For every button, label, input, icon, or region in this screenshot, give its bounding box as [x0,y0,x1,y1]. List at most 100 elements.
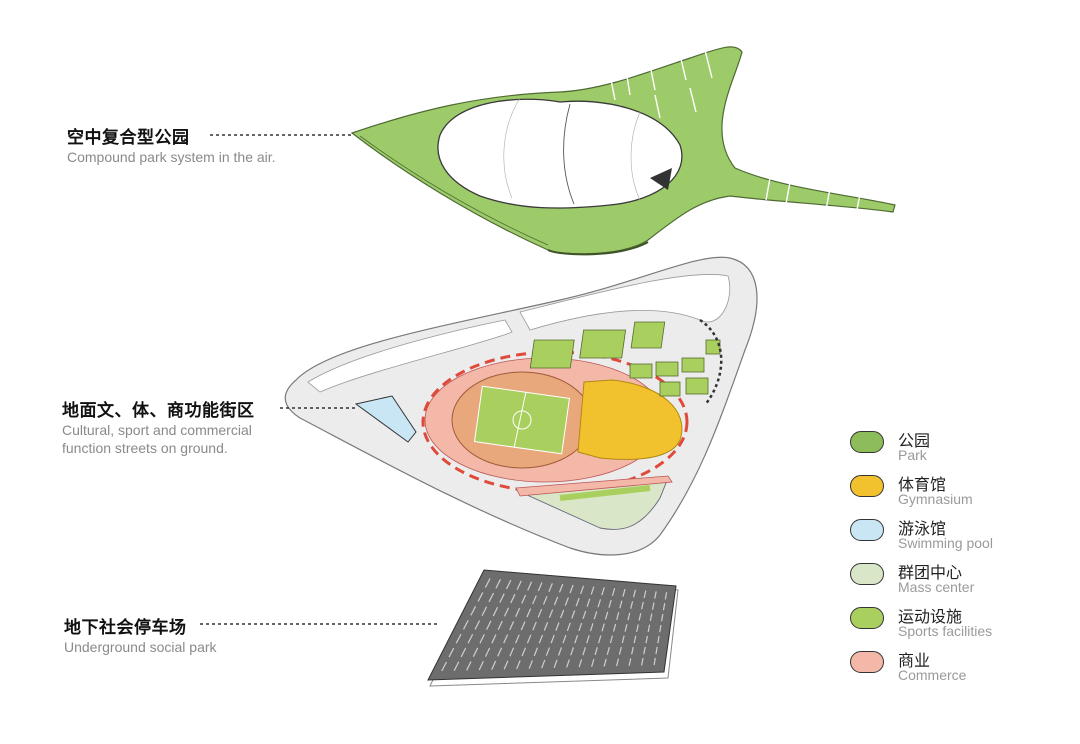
legend-item-swimming-pool: 游泳馆 Swimming pool [850,515,1050,559]
parking-stall-line [521,647,527,657]
legend: 公园 Park 体育馆 Gymnasium 游泳馆 Swimming pool … [850,427,1050,691]
legend-item-commerce: 商业 Commerce [850,647,1050,691]
parking-stall-line [492,606,499,617]
label-ground-streets-zh: 地面文、体、商功能街区 [62,401,255,421]
stadium-roof-shell [437,98,683,209]
parking-stall-line [601,623,605,632]
roof-park-layer [350,46,896,256]
parking-stall-line [553,659,558,669]
parking-stall-line [662,603,666,611]
parking-stall-line [570,647,574,656]
parking-stall-line [574,635,579,644]
parking-stall-line [594,647,598,656]
parking-stall-line [537,608,543,618]
parking-stall-line [515,634,520,644]
legend-label-zh: 公园 [898,431,931,450]
parking-stall-line [653,657,656,666]
parking-stall-line [521,594,527,604]
parking-stall-line [618,647,622,655]
parking-stall-line [533,647,539,657]
parking-stall-line [578,622,583,632]
parking-stall-line [541,659,546,669]
parking-stall-line [632,589,636,598]
parking-stall-line [630,601,634,609]
legend-swatch-commerce [850,651,884,673]
label-roof-park: 空中复合型公园 Compound park system in the air. [67,123,276,166]
parking-stall-line [441,661,447,672]
parking-stall-line [520,621,526,631]
parking-stall-line [564,597,569,606]
parking-stall-line [647,624,651,633]
parking-stall-line [558,647,563,656]
parking-stall-line [582,610,587,620]
parking-stall-line [654,591,657,599]
underground-parking-layer [427,569,679,687]
parking-stall-line [655,646,658,655]
parking-stall-line [453,661,460,671]
parking-stall-line [603,658,607,667]
parking-stall-line [636,624,639,632]
parking-stall-line [649,613,653,621]
parking-stall-line [558,583,564,593]
parking-stall-line [526,634,532,644]
parking-stall-line [538,634,544,644]
parking-stall-line [543,622,549,631]
parking-stall-line [621,635,625,644]
parking-stall-line [474,620,481,630]
label-ground-streets: 地面文、体、商功能街区 Cultural, sport and commerci… [62,396,255,457]
parking-stall-line [488,592,495,603]
parking-stall-line [515,607,521,617]
label-underground-parking-zh: 地下社会停车场 [64,618,187,638]
parking-stall-line [548,609,554,619]
parking-stall-line [467,633,474,644]
parking-stall-line [503,634,509,644]
parking-stall-line [631,646,634,655]
parking-stall-line [448,647,455,658]
parking-stall-line [597,635,602,644]
legend-label-en: Mass center [898,579,975,595]
parking-stall-line [580,585,585,594]
football-pitch [473,385,571,455]
parking-stall-line [495,579,501,589]
parking-stall-line [624,624,628,632]
legend-label-zh: 商业 [898,651,931,670]
parking-stall-line [586,635,590,644]
legend-item-sports-facilities: 运动设施 Sports facilities [850,603,1050,647]
commerce-strip [515,475,673,497]
parking-stall-line [578,659,583,668]
parking-slab [427,569,677,681]
parking-stall-line [664,592,668,600]
parking-stall-line [497,620,503,631]
parking-stall-line [484,578,491,588]
legend-item-gymnasium: 体育馆 Gymnasium [850,471,1050,515]
parking-stall-line [643,590,647,599]
parking-stall-line [651,602,655,610]
parking-stall-line [657,635,660,644]
parking-stall-line [466,661,472,671]
parking-stall-line [491,634,497,644]
parking-stall-line [582,647,586,656]
swimming-pool-block [354,395,417,443]
label-underground-parking: 地下社会停车场 Underground social park [64,613,217,656]
label-ground-streets-en-line2: function streets on ground. [62,440,228,456]
label-ground-streets-en-line1: Cultural, sport and commercial [62,422,252,438]
parking-stall-line [510,594,516,604]
legend-swatch-park [850,431,884,453]
parking-stall-line [499,593,505,603]
parking-stall-line [643,646,646,655]
parking-stall-line [542,595,548,605]
legend-label-zh: 运动设施 [898,607,963,626]
parking-stall-line [509,647,515,657]
parking-stall-line [660,614,664,622]
parking-stall-line [612,623,617,632]
legend-label-zh: 体育馆 [898,475,947,494]
parking-stall-line [516,660,521,670]
parking-stall-line [560,609,565,619]
parking-stall-line [497,647,503,657]
parking-stall-line [509,621,515,631]
parking-stall-line [472,647,479,658]
parking-stall-line [460,647,467,658]
legend-item-park: 公园 Park [850,427,1050,471]
label-roof-park-zh: 空中复合型公园 [67,128,190,148]
legend-label-en: Gymnasium [898,491,973,507]
